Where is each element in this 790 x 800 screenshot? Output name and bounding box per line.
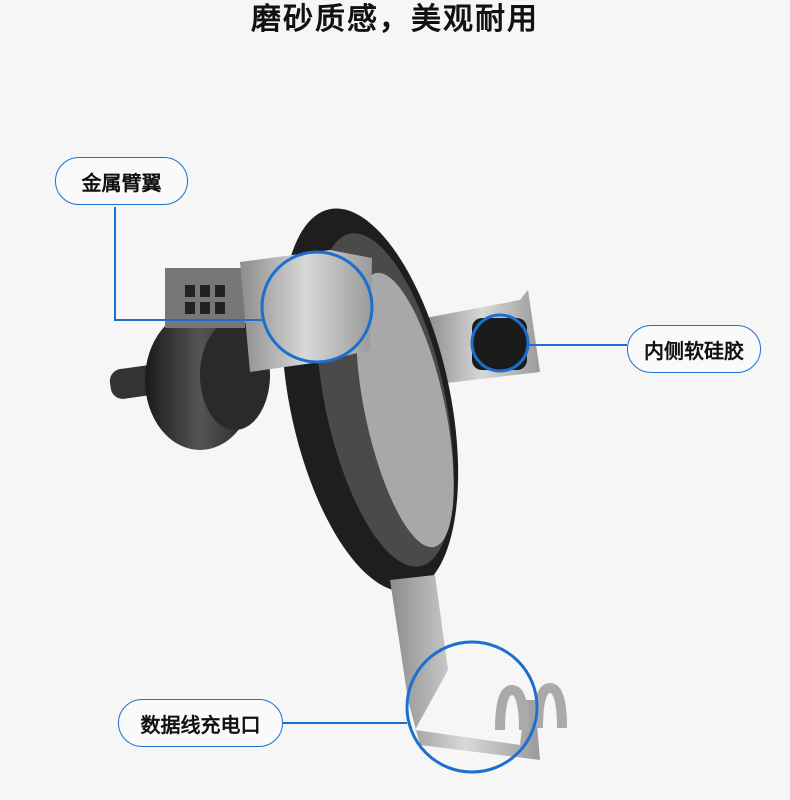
callout-line-1 (114, 207, 265, 321)
bottom-hooks (390, 575, 567, 760)
callout-circle-3 (405, 640, 539, 774)
left-arm (240, 250, 372, 372)
holder-body (281, 208, 459, 592)
right-arm (425, 290, 540, 385)
callout-inner-silicone: 内侧软硅胶 (627, 325, 761, 373)
callout-metal-arm: 金属臂翼 (55, 157, 188, 205)
callout-charging-port: 数据线充电口 (118, 699, 283, 747)
page-title: 磨砂质感，美观耐用 (251, 2, 539, 37)
callout-circle-2 (470, 313, 530, 373)
callout-circle-1 (260, 250, 374, 364)
vent-clip (109, 268, 270, 450)
